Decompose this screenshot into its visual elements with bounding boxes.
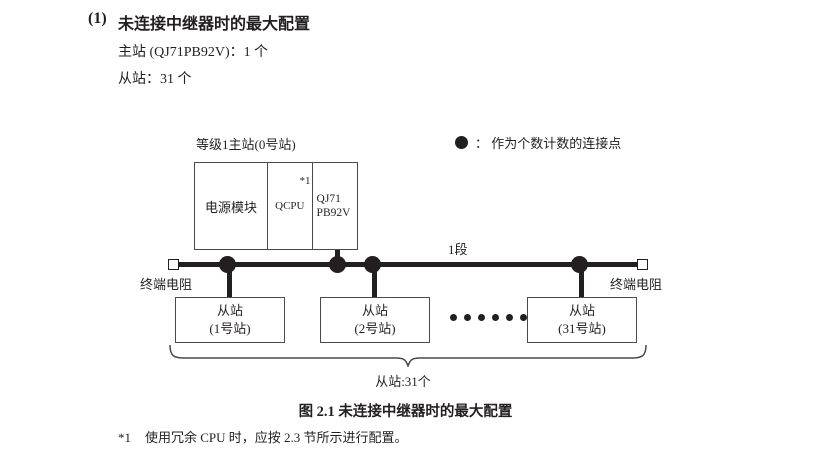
- segment-label: 1段: [448, 242, 468, 257]
- terminating-resistor-right-label: 终端电阻: [610, 277, 663, 292]
- slave-station-box: 从站 (2号站): [320, 297, 430, 343]
- power-supply-module-label: 电源模块: [205, 199, 258, 215]
- page-title: 未连接中继器时的最大配置: [118, 16, 311, 33]
- slave-group-label: 从站:31个: [0, 371, 821, 390]
- ellipsis-dot: [492, 314, 499, 321]
- ellipsis-dots-icon: [450, 314, 527, 321]
- terminating-resistor-left-label: 终端电阻: [140, 277, 193, 292]
- spec-line-slave: 从站：31 个: [118, 72, 192, 87]
- connection-dot: [329, 256, 346, 273]
- slave-station-title: 从站: [568, 302, 595, 318]
- slave-station-number: (1号站): [209, 321, 251, 336]
- footnote-text: 使用冗余 CPU 时，应按 2.3 节所示进行配置。: [145, 430, 408, 445]
- spec-line-master: 主站 (QJ71PB92V)：1 个: [118, 45, 269, 60]
- slave-drop-line: [227, 264, 232, 298]
- cpu-module-cell: QCPU *1: [268, 163, 313, 249]
- slave-station-number: (31号站): [558, 321, 606, 336]
- slave-station-box: 从站 (1号站): [175, 297, 285, 343]
- slave-station-title: 从站: [216, 302, 243, 318]
- slave-station-title: 从站: [361, 302, 388, 318]
- slave-drop-line: [372, 264, 377, 298]
- master-station-label: 等级1主站(0号站): [196, 137, 296, 152]
- network-bus-line: [176, 262, 642, 267]
- ellipsis-dot: [464, 314, 471, 321]
- cpu-module-label: QCPU: [275, 200, 305, 212]
- cpu-footnote-marker: *1: [299, 175, 311, 187]
- footnote: *1 使用冗余 CPU 时，应按 2.3 节所示进行配置。: [118, 427, 408, 446]
- footnote-marker: *1: [118, 430, 131, 445]
- slave-drop-line: [579, 264, 584, 298]
- slave-group-brace: [168, 344, 648, 372]
- terminating-resistor-left-icon: [168, 259, 179, 270]
- ellipsis-dot: [478, 314, 485, 321]
- ellipsis-dot: [450, 314, 457, 321]
- figure-caption: 图 2.1 未连接中继器时的最大配置: [0, 400, 821, 421]
- figure-caption-text: 图 2.1 未连接中继器时的最大配置: [298, 404, 513, 420]
- ellipsis-dot: [506, 314, 513, 321]
- ellipsis-dot: [520, 314, 527, 321]
- slave-station-number: (2号站): [354, 321, 396, 336]
- heading-number: (1): [88, 10, 107, 27]
- terminating-resistor-right-icon: [637, 259, 648, 270]
- power-supply-module-cell: 电源模块: [195, 163, 269, 249]
- slave-station-box: 从站 (31号站): [527, 297, 637, 343]
- legend-label: ： 作为个数计数的连接点: [475, 136, 622, 151]
- filled-circle-icon: [455, 136, 468, 149]
- legend: ： 作为个数计数的连接点: [455, 133, 621, 152]
- slave-group-label-text: 从站:31个: [375, 374, 431, 389]
